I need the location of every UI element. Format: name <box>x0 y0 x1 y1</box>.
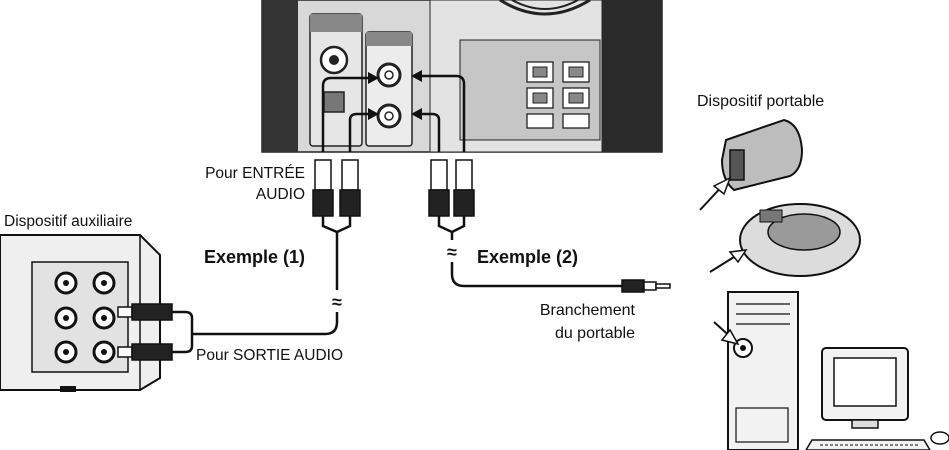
example1-lead-red <box>348 112 376 152</box>
example1-rca-plugs <box>312 159 361 234</box>
computer-mouse <box>930 431 949 445</box>
portable-cd-player <box>709 203 861 277</box>
audio-in-subpanel <box>365 31 413 147</box>
rca-plug-body <box>339 189 361 217</box>
panel-right-edge <box>602 0 662 152</box>
approx-symbol-example2: ≈ <box>447 242 457 262</box>
label-portable-device: Dispositif portable <box>697 93 824 110</box>
cable-arrowheads <box>368 70 422 120</box>
fan-grille-arc <box>499 0 591 16</box>
antenna-subpanel-header <box>310 14 362 32</box>
rca-plug-body <box>312 189 334 217</box>
aux-device-foot <box>60 386 76 392</box>
label-audio-in-line2: AUDIO <box>256 186 305 203</box>
rca-plug <box>455 159 473 191</box>
mini-jack-collar <box>643 281 657 291</box>
antenna-jack-core <box>329 55 339 65</box>
desktop-computer <box>713 291 949 450</box>
rca-plug-body <box>131 343 173 361</box>
audio-in-subpanel-header <box>366 32 412 46</box>
label-example-2: Exemple (2) <box>477 247 578 267</box>
rca-plug-body <box>428 189 450 217</box>
arrowhead <box>411 108 422 120</box>
portable-cassette-player <box>699 118 804 211</box>
arrowhead <box>368 72 379 84</box>
label-audio-out: Pour SORTIE AUDIO <box>196 347 343 364</box>
cd-player-display <box>759 209 783 223</box>
auxiliary-device <box>0 234 173 392</box>
computer-screen <box>833 357 897 407</box>
label-example-1: Exemple (1) <box>204 247 305 267</box>
antenna-terminal <box>323 91 345 113</box>
example2-rca-plugs <box>428 159 475 234</box>
panel-left-edge <box>262 0 298 152</box>
rca-plug-body <box>131 303 173 321</box>
rca-plug <box>117 346 133 358</box>
cable-lines <box>172 74 622 354</box>
label-portable-connection-line2: du portable <box>555 325 635 342</box>
rca-plug-body <box>453 189 475 217</box>
aux-plugs <box>117 303 173 361</box>
arrowhead <box>411 70 422 82</box>
mini-jack-tip <box>655 283 671 289</box>
fan-grille-arc-inner <box>511 0 579 10</box>
approx-symbol-example1: ≈ <box>332 292 342 312</box>
arrowhead <box>368 108 379 120</box>
computer-tower <box>727 291 799 450</box>
example2-cable-bottom <box>450 262 622 288</box>
speaker-terminal <box>562 113 590 129</box>
main-unit-rear-panel <box>261 0 663 153</box>
label-audio-in-line1: Pour ENTRÉE <box>205 165 305 182</box>
cassette-player-jack <box>729 149 745 181</box>
rca-plug <box>430 159 448 191</box>
cd-player-lid <box>767 213 841 251</box>
rca-plug <box>314 159 332 191</box>
example2-lead-red <box>414 112 441 152</box>
aux-branch-bottom <box>172 334 194 354</box>
label-portable-connection-line1: Branchement <box>540 302 636 319</box>
example2-lead-white <box>414 74 466 152</box>
example1-lead-white <box>321 76 376 152</box>
label-aux-device: Dispositif auxiliaire <box>4 213 132 230</box>
mini-jack-body <box>621 279 645 293</box>
mini-jack-plug <box>621 279 671 293</box>
rca-plug <box>341 159 359 191</box>
rca-plug <box>117 306 133 318</box>
example1-cable-lower <box>192 312 339 336</box>
antenna-subpanel <box>309 13 363 147</box>
speaker-terminal <box>526 113 554 129</box>
aux-branch-top <box>172 310 194 334</box>
